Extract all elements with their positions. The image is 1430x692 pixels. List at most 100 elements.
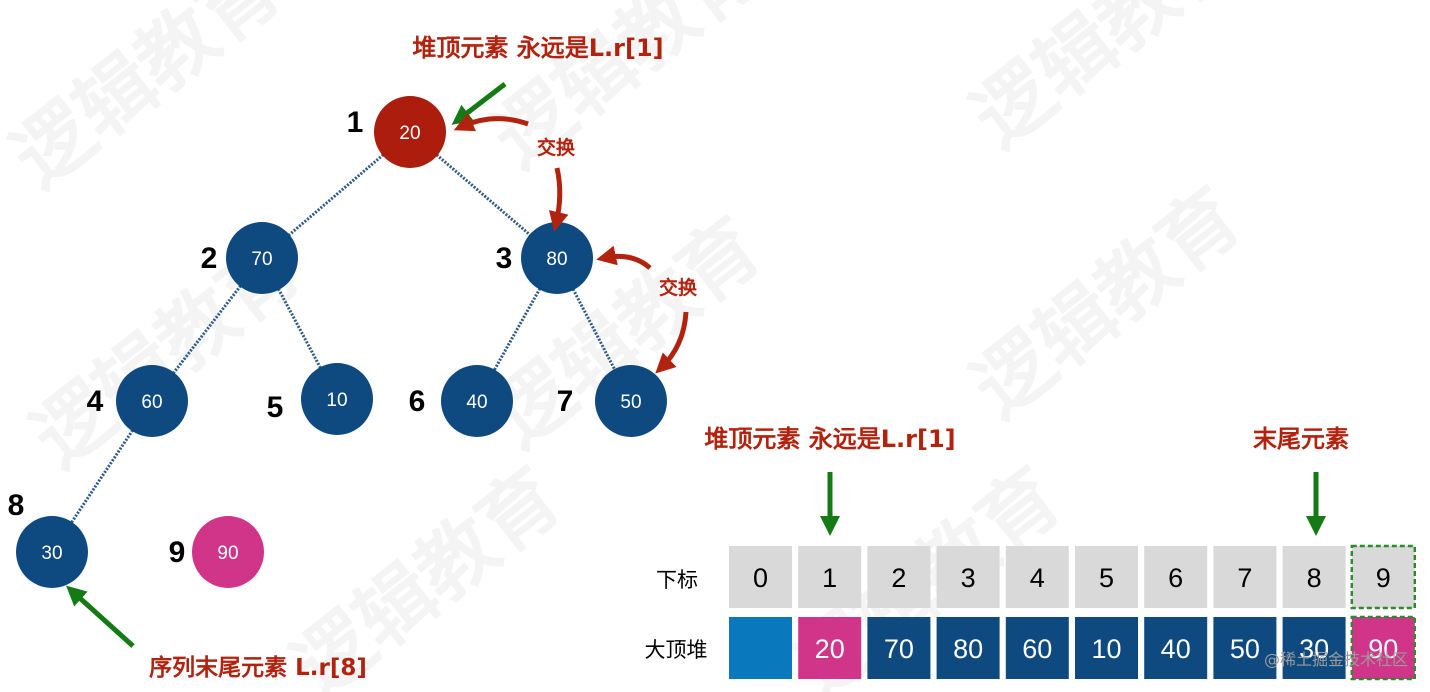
node-index: 8 — [8, 489, 25, 522]
index-cell-text: 2 — [891, 563, 906, 593]
node-value: 60 — [141, 392, 162, 413]
tree-node-2: 70 2 — [201, 222, 298, 294]
tree-node-8: 30 8 — [8, 489, 88, 588]
index-cell-box — [867, 546, 931, 608]
node-index: 5 — [267, 391, 284, 424]
node-value: 30 — [41, 543, 62, 564]
heap-cell-box — [1350, 615, 1417, 681]
node-index: 3 — [496, 242, 513, 275]
heap-cell-box — [1005, 617, 1069, 679]
index-cell: 8 — [1282, 546, 1346, 608]
tree-node-7: 50 7 — [557, 365, 667, 437]
index-cell: 4 — [1005, 546, 1069, 608]
node-circle — [192, 516, 264, 588]
node-index: 9 — [169, 536, 186, 569]
index-cell: 3 — [936, 546, 1000, 608]
heap-cell-box — [936, 617, 1000, 679]
node-circle — [301, 363, 373, 435]
index-cell-box — [1144, 546, 1208, 608]
heap-cell: 20 — [798, 617, 862, 679]
heap-cell-text: 80 — [953, 634, 983, 664]
heap-cell: 80 — [936, 617, 1000, 679]
node-value: 50 — [620, 392, 641, 413]
node-index: 2 — [201, 242, 218, 275]
array-heap-top-label: 堆顶元素 永远是L.r[1] — [704, 425, 955, 453]
index-cell-text: 6 — [1168, 563, 1183, 593]
node-value: 80 — [546, 249, 567, 270]
watermark: 逻辑教育 — [956, 0, 1257, 165]
index-cell-text: 7 — [1237, 563, 1252, 593]
heap-cell-text: 50 — [1230, 634, 1260, 664]
heap-cell: 40 — [1144, 617, 1208, 679]
tail-element-arrow — [66, 585, 135, 648]
node-circle — [226, 222, 298, 294]
index-cell-text: 3 — [961, 563, 976, 593]
heap-cell: 30 — [1282, 617, 1346, 679]
index-cell-box — [798, 546, 862, 608]
swap-label-1: 交换 — [537, 136, 576, 159]
heap-cell: 60 — [1005, 617, 1069, 679]
index-cell: 0 — [729, 546, 792, 608]
swap-arrow-2 — [548, 167, 569, 232]
index-cell-text: 4 — [1030, 563, 1045, 593]
heap-cell-text: 70 — [884, 634, 914, 664]
heap-cell-text: 10 — [1091, 634, 1121, 664]
index-cell: 6 — [1144, 546, 1208, 608]
heap-cell-box — [1144, 617, 1208, 679]
heap-cell-text: 60 — [1022, 634, 1052, 664]
heap-cell-text: 40 — [1161, 634, 1191, 664]
heap-cell: 10 — [1075, 617, 1138, 679]
index-cell: 5 — [1075, 546, 1138, 608]
heap-cell-box — [729, 617, 792, 679]
heap-cell-text: 20 — [815, 634, 845, 664]
swap-label-2: 交换 — [659, 276, 698, 299]
node-value: 90 — [217, 543, 238, 564]
heap-row-label: 大顶堆 — [645, 638, 708, 662]
heap-cell: 70 — [867, 617, 931, 679]
node-circle — [441, 365, 513, 437]
index-cell-text: 5 — [1099, 563, 1114, 593]
watermark-layer: 逻辑教育 逻辑教育 逻辑教育 逻辑教育 逻辑教育 逻辑教育 逻辑教育 逻辑教育 — [0, 0, 1258, 692]
node-index: 4 — [87, 385, 104, 418]
heap-cell-box — [798, 617, 862, 679]
watermark: 逻辑教育 — [476, 0, 777, 185]
index-cell-text: 0 — [753, 563, 768, 593]
node-circle — [374, 96, 446, 168]
tree-nodes: 20 1 70 2 80 3 60 4 10 5 40 6 — [8, 96, 667, 588]
node-circle — [595, 365, 667, 437]
index-cell-box — [729, 546, 792, 608]
tree-node-9: 90 9 — [169, 516, 264, 588]
heap-cell: 90 — [1350, 615, 1417, 681]
index-cell-box — [1213, 546, 1277, 608]
heap-cell-box — [1213, 617, 1277, 679]
node-index: 1 — [347, 106, 364, 139]
node-value: 20 — [399, 123, 420, 144]
node-index: 7 — [557, 385, 574, 418]
tree-annotations: 堆顶元素 永远是L.r[1] 交换 交换 序列末尾元素 L.r[8] — [66, 34, 698, 681]
index-cell-text: 9 — [1376, 563, 1391, 593]
heap-cell-box — [867, 617, 931, 679]
index-cell: 7 — [1213, 546, 1277, 608]
index-cell-box — [1282, 546, 1346, 608]
swap-arrow-1 — [453, 112, 529, 132]
index-cell-box — [1075, 546, 1138, 608]
tree-node-4: 60 4 — [87, 365, 188, 437]
node-value: 70 — [251, 249, 272, 270]
tail-element-label: 序列末尾元素 L.r[8] — [149, 654, 367, 681]
index-cell-text: 1 — [822, 563, 837, 593]
index-cell-box — [936, 546, 1000, 608]
tree-node-3: 80 3 — [496, 222, 593, 294]
footer-watermark: @稀土掘金技术社区 — [1263, 650, 1408, 669]
watermark: 逻辑教育 — [956, 172, 1257, 435]
index-row-label: 下标 — [656, 568, 698, 592]
watermark: 逻辑教育 — [0, 0, 298, 205]
node-circle — [521, 222, 593, 294]
tree-node-1: 20 1 — [347, 96, 446, 168]
node-value: 10 — [326, 390, 347, 411]
heap-cell-box — [1075, 617, 1138, 679]
node-value: 40 — [466, 392, 487, 413]
array-tail-label: 末尾元素 — [1253, 425, 1349, 453]
